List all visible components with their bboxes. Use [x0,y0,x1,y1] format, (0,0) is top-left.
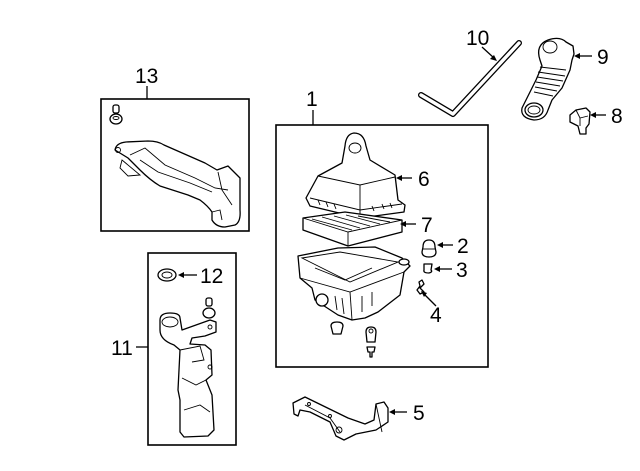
callout-7[interactable]: 7 [421,214,433,237]
part-inlet-duct[interactable] [114,140,241,228]
callout-2[interactable]: 2 [457,235,469,258]
part-insulator-3[interactable] [423,263,433,274]
callout-3[interactable]: 3 [456,259,468,282]
part-bracket-5[interactable] [292,396,389,441]
part-vent-hose-10[interactable] [419,41,521,116]
group-9-intake-hose: 9 [521,37,609,121]
callout-11[interactable]: 11 [111,337,133,360]
part-lower-housing[interactable] [297,246,411,321]
arrow-12 [178,272,184,278]
group-8-sensor: 8 [569,105,623,135]
arrow-3 [434,266,440,272]
part-foot-right[interactable] [365,326,377,358]
group-5-bracket: 5 [292,396,425,441]
part-seal-12[interactable] [157,268,177,282]
part-filter-7[interactable] [302,211,403,247]
leader-4 [423,293,437,307]
arrow-8 [590,112,596,118]
arrow-10 [490,55,497,61]
group-11-resonator: 11 12 [111,252,237,446]
arrow-2 [437,242,443,248]
arrow-5 [389,409,395,415]
arrow-7 [400,221,406,227]
arrow-9 [574,53,580,59]
part-grommet-11[interactable] [202,297,216,319]
callout-13[interactable]: 13 [135,65,158,88]
part-grommet-13[interactable] [109,104,123,125]
callout-5[interactable]: 5 [413,402,425,425]
callout-12[interactable]: 12 [200,265,223,288]
part-grommet-2[interactable] [421,239,437,258]
box-1 [275,124,489,368]
callout-8[interactable]: 8 [611,105,623,128]
arrow-4 [421,291,427,297]
callout-6[interactable]: 6 [418,168,430,191]
group-10-vent-hose: 10 [418,27,522,117]
group-13-inlet-duct: 13 [100,65,250,232]
callout-4[interactable]: 4 [430,304,442,327]
leader-10 [481,46,495,59]
callout-9[interactable]: 9 [597,46,609,69]
part-resonator-body[interactable] [159,312,217,438]
callout-10[interactable]: 10 [466,27,489,50]
part-sensor-8[interactable] [569,107,591,135]
group-1-air-cleaner: 1 6 7 [275,88,489,368]
arrow-6 [396,175,402,181]
callout-1[interactable]: 1 [306,88,318,111]
part-intake-hose-9[interactable] [521,37,575,121]
part-foot-left[interactable] [330,321,344,335]
